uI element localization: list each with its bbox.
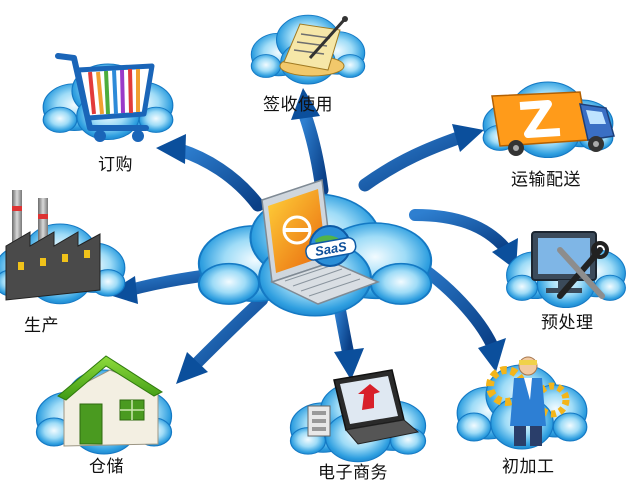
node-label-warehouse: 仓储 xyxy=(89,457,124,477)
shopping-cart-icon xyxy=(55,53,155,142)
saas-globe-icon: SaaS xyxy=(305,225,357,267)
laptop-growth-icon xyxy=(307,369,420,445)
factory-icon xyxy=(5,190,101,301)
delivery-truck-icon xyxy=(491,91,615,156)
house-icon xyxy=(57,355,164,447)
node-label-preprocess: 预处理 xyxy=(541,313,594,333)
signing-document-icon xyxy=(279,16,348,77)
arrow-to-order xyxy=(156,134,265,212)
node-label-produce: 生产 xyxy=(24,316,59,336)
arrow-to-warehouse xyxy=(176,294,268,384)
node-label-ecommerce: 电子商务 xyxy=(318,463,388,483)
saas-badge: SaaS xyxy=(305,236,357,261)
arrow-to-transport xyxy=(358,124,484,192)
worker-gears-icon xyxy=(486,356,570,446)
node-label-processing: 初加工 xyxy=(502,457,555,477)
saas-badge-text: SaaS xyxy=(314,239,348,259)
node-label-sign: 签收使用 xyxy=(263,95,333,115)
monitor-tools-icon xyxy=(531,231,609,299)
node-label-order: 订购 xyxy=(98,155,133,175)
node-label-transport: 运输配送 xyxy=(511,170,581,190)
